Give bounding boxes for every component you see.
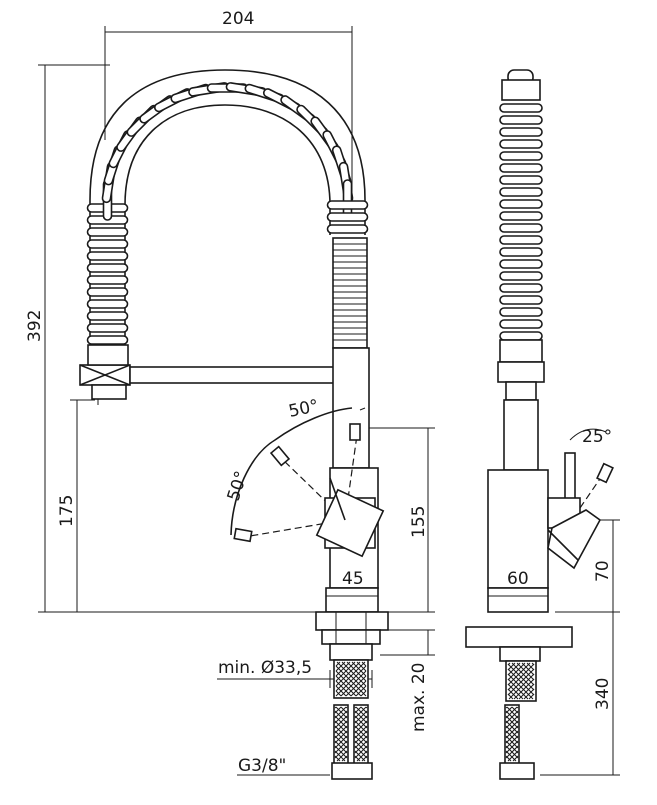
dim-side-shank: 340 [593, 678, 613, 710]
dim-body-height: 155 [409, 506, 429, 538]
dim-thread: G3/8" [238, 756, 286, 776]
dim-side-lever-height: 70 [593, 560, 613, 582]
dim-lever-angle: 25° [582, 427, 612, 447]
dimension-lines [38, 26, 620, 776]
spring-coil [86, 69, 369, 345]
mounting-assembly [315, 611, 389, 699]
front-view [79, 69, 389, 780]
side-coil [497, 69, 545, 405]
hose-sleeve [332, 237, 368, 349]
dim-width-top: 204 [222, 9, 254, 29]
supply-hoses [331, 704, 373, 780]
dim-side-width: 60 [507, 569, 529, 589]
dim-body-width: 45 [342, 569, 364, 589]
dim-deck-thickness: max. 20 [409, 663, 429, 732]
side-body [487, 399, 549, 613]
side-lever [547, 428, 614, 570]
dim-hole-diameter: min. Ø33,5 [218, 658, 312, 678]
dim-height-total: 392 [25, 310, 45, 342]
side-view [465, 69, 614, 780]
cartridge [315, 477, 385, 558]
spout-arm [79, 344, 336, 405]
dim-swivel-lower: 50° [224, 469, 252, 504]
dim-spout-height: 175 [57, 495, 77, 527]
side-mounting [465, 626, 573, 780]
